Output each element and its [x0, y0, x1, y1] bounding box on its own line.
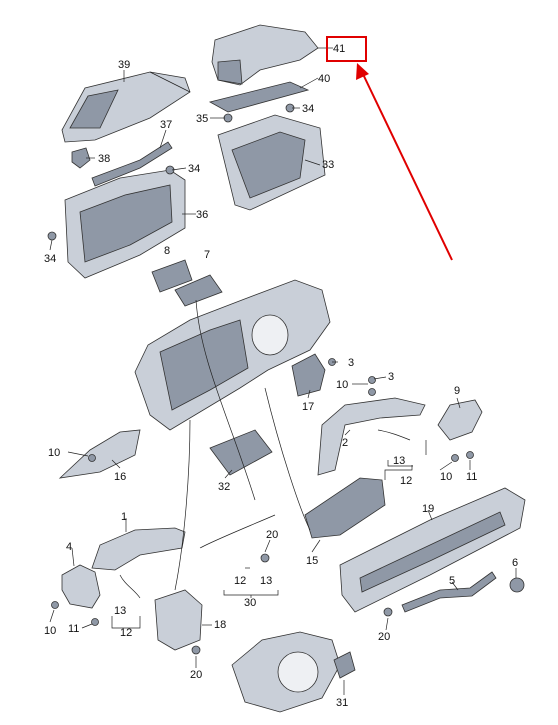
part-16-duct[interactable] [58, 429, 141, 479]
part-17-bracket[interactable] [291, 353, 326, 397]
part-36-lower-housing[interactable] [64, 169, 186, 279]
part-18-actuator[interactable] [154, 589, 203, 651]
label-12-a: 12 [400, 475, 412, 487]
label-4: 4 [66, 541, 72, 553]
label-37: 37 [160, 119, 172, 131]
label-34-c: 34 [44, 253, 56, 265]
highlight-annotation [326, 36, 453, 261]
part-32-vent[interactable] [209, 429, 273, 476]
label-19: 19 [422, 503, 434, 515]
part-38-sensor[interactable] [71, 147, 91, 169]
label-16: 16 [114, 471, 126, 483]
part-8-flap[interactable] [151, 259, 193, 293]
label-11-b: 11 [68, 623, 79, 635]
label-3-a: 3 [348, 357, 354, 369]
label-6: 6 [512, 557, 518, 569]
label-10-a: 10 [336, 379, 348, 391]
label-36: 36 [196, 209, 208, 221]
label-10-b: 10 [48, 447, 60, 459]
label-10-d: 10 [44, 625, 56, 637]
label-12-b: 12 [234, 575, 246, 587]
part-heater-box[interactable] [134, 279, 331, 431]
label-9: 9 [454, 385, 460, 397]
label-13-b: 13 [260, 575, 272, 587]
part-7-vent[interactable] [174, 274, 223, 307]
highlight-box-41 [326, 36, 367, 62]
part-31-steering-column[interactable] [231, 631, 356, 713]
label-3-b: 3 [388, 371, 394, 383]
part-9-vent-outlet[interactable] [437, 399, 483, 441]
part-33-filter-housing[interactable] [217, 114, 326, 211]
label-11-a: 11 [466, 471, 477, 483]
label-38: 38 [98, 153, 110, 165]
part-6-grommet[interactable] [509, 577, 525, 593]
label-13-c: 13 [114, 605, 126, 617]
label-18: 18 [214, 619, 226, 631]
label-31: 31 [336, 697, 348, 709]
arrowhead-icon [356, 63, 369, 80]
label-32: 32 [218, 481, 230, 493]
part-19-dash-frame[interactable] [339, 487, 526, 613]
leader-lines [49, 47, 517, 695]
part-37-strip[interactable] [91, 141, 173, 187]
part-40-filter-element[interactable] [208, 81, 310, 113]
label-41: 41 [333, 43, 345, 55]
label-35: 35 [196, 113, 208, 125]
part-1-duct[interactable] [91, 527, 186, 571]
label-20-b: 20 [378, 631, 390, 643]
part-15-duct[interactable] [304, 477, 386, 539]
label-40: 40 [318, 73, 330, 85]
part-4-duct[interactable] [61, 564, 101, 609]
label-2: 2 [342, 437, 348, 449]
wiring-lines [119, 299, 411, 599]
label-10-c: 10 [440, 471, 452, 483]
highlight-arrow [361, 71, 453, 261]
label-17: 17 [302, 401, 314, 413]
label-13-a: 13 [393, 455, 405, 467]
label-20-c: 20 [190, 669, 202, 681]
part-5-hose[interactable] [401, 571, 497, 613]
label-34-b: 34 [188, 163, 200, 175]
label-30: 30 [244, 597, 256, 609]
label-7: 7 [204, 249, 210, 261]
label-5: 5 [449, 575, 455, 587]
part-2-duct[interactable] [317, 397, 426, 476]
part-39-duct-cover[interactable] [61, 71, 191, 143]
part-labels: 41 40 39 34 35 37 38 34 33 36 34 8 7 3 3… [44, 43, 518, 709]
label-8: 8 [164, 245, 170, 257]
label-12-c: 12 [120, 627, 132, 639]
label-20-a: 20 [266, 529, 278, 541]
label-33: 33 [322, 159, 334, 171]
label-34-a: 34 [302, 103, 314, 115]
part-41-air-intake[interactable] [211, 24, 319, 86]
label-15: 15 [306, 555, 318, 567]
label-1: 1 [121, 511, 127, 523]
label-39: 39 [118, 59, 130, 71]
